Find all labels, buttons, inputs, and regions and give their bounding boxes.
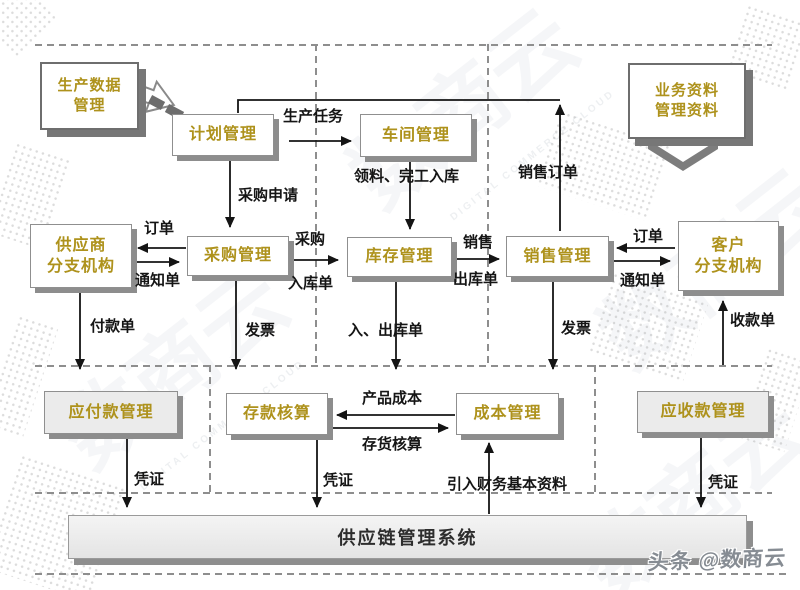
dashed-line-bottom (35, 573, 790, 575)
edge-label-voucher-deposit: 凭证 (323, 472, 354, 489)
edge-label-purchase-bottom: 入库单 (288, 275, 334, 292)
node-purchase: 采购管理 (187, 236, 289, 276)
node-receivable: 应收款管理 (637, 391, 769, 433)
node-scm-system-bar: 供应链管理系统 (68, 515, 747, 559)
edge-label-in-out-slip: 入、出库单 (348, 322, 424, 339)
dashed-line-top (35, 44, 772, 46)
node-sales: 销售管理 (506, 236, 609, 277)
node-supplier: 供应商 分支机构 (30, 224, 132, 288)
watermark-ghost-en: DIGITAL COMMERCE CLOUD (448, 87, 618, 224)
dashed-divider-upper-1 (315, 44, 317, 365)
edge-label-customer-notice: 通知单 (620, 272, 666, 289)
block-arrow-business-down (648, 134, 718, 171)
node-plan: 计划管理 (172, 114, 274, 156)
edge-label-customer-order: 订单 (633, 228, 664, 245)
edge-label-material-completion: 领料、完工入库 (354, 168, 460, 185)
node-cost: 成本管理 (456, 393, 559, 435)
edge-label-receipt-slip: 收款单 (730, 312, 776, 329)
edge-label-voucher-receivable: 凭证 (708, 474, 739, 491)
edge-label-invoice-purchase: 发票 (245, 322, 276, 339)
edge-label-product-cost: 产品成本 (362, 390, 423, 407)
edge-label-voucher-payable: 凭证 (134, 471, 165, 488)
edge-label-sales-top: 销售 (463, 234, 494, 251)
dashed-divider-lower-2 (594, 365, 596, 492)
node-deposit-accounting: 存款核算 (226, 393, 328, 435)
node-payable: 应付款管理 (44, 391, 178, 434)
node-production-data: 生产数据 管理 (40, 62, 139, 130)
block-arrow-shadow (147, 95, 166, 110)
edge-label-supplier-notice: 通知单 (135, 272, 181, 289)
edge-label-invoice-sales: 发票 (561, 320, 592, 337)
dashed-divider-upper-2 (487, 44, 489, 365)
dashed-line-middle (35, 365, 772, 367)
edge-label-import-financial: 引入财务基本资料 (447, 476, 568, 493)
dashed-line-lower (35, 492, 772, 494)
dashed-divider-lower-1 (209, 365, 211, 492)
watermark-credit: 头条 @数商云 (647, 546, 787, 575)
edge-label-supplier-order: 订单 (144, 220, 175, 237)
edge-label-purchase-request: 采购申请 (238, 187, 299, 204)
node-business-data: 业务资料 管理资料 (628, 63, 746, 139)
edge-label-purchase-top: 采购 (295, 231, 326, 248)
edge-label-payment-slip: 付款单 (90, 318, 136, 335)
edge-label-sales-bottom: 出库单 (453, 271, 499, 288)
node-customer: 客户 分支机构 (678, 221, 779, 291)
edge-label-inventory-accounting: 存货核算 (362, 436, 423, 453)
edge-label-production-task: 生产任务 (283, 108, 344, 125)
node-inventory: 库存管理 (347, 237, 452, 277)
node-workshop: 车间管理 (360, 114, 472, 157)
edge-label-sales-order: 销售订单 (518, 164, 579, 181)
halftone-pattern (0, 0, 59, 59)
